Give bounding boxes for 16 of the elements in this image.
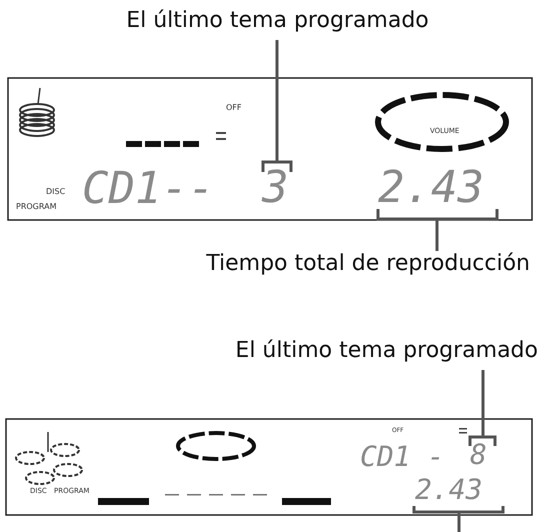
callout-text: Tiempo total de reproducción <box>135 251 530 283</box>
leader-line <box>436 218 438 251</box>
indicator-label: PROGRAM <box>16 203 56 211</box>
indicator-label: OFF <box>226 104 242 112</box>
segment-readout: 2.43 <box>415 476 503 506</box>
leader-line <box>458 512 460 532</box>
segment-readout: 3 <box>262 166 292 212</box>
callout-text: El último tema programado <box>105 8 450 40</box>
leader-line <box>482 370 484 437</box>
segment-readout: CD1 - <box>360 443 444 471</box>
segment-readout: CD1-- <box>82 167 214 211</box>
callout-text: El último tema programado <box>180 338 538 370</box>
indicator-label: DISC <box>46 188 66 196</box>
leader-line <box>276 40 278 162</box>
segment-readout: 2.43 <box>378 166 500 212</box>
segment-readout: 8 <box>470 441 496 471</box>
